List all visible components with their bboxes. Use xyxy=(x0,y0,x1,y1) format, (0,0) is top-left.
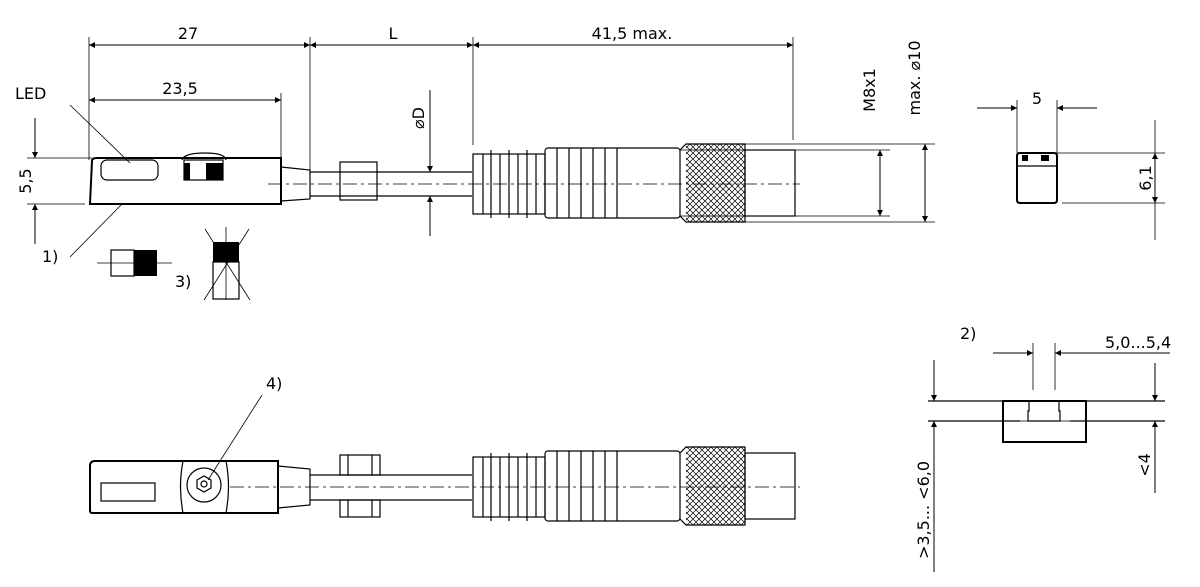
bottom-view: 4) xyxy=(89,374,800,526)
dim-23-5-label: 23,5 xyxy=(162,79,198,98)
note-1-label: 1) xyxy=(42,247,58,266)
sensor-body xyxy=(88,157,282,205)
note-2-label: 2) xyxy=(960,324,976,343)
dim-41-5-label: 41,5 max. xyxy=(592,24,673,43)
mounting-symbols: 3) xyxy=(97,227,251,301)
knurled-nut xyxy=(686,144,745,222)
dim-slot-height-label: <4 xyxy=(1135,453,1154,477)
slot-detail: 2) 5,0...5,4 >3,5... <6,0 <4 xyxy=(914,324,1171,572)
dim-max-diameter-label: max. ⌀10 xyxy=(905,40,924,115)
dim-6-1-label: 6,1 xyxy=(1136,165,1155,190)
dim-slot-depth-label: >3,5... <6,0 xyxy=(914,461,933,559)
sensor-body-bottom xyxy=(89,460,279,514)
led-window xyxy=(100,159,159,181)
dim-L-label: L xyxy=(389,24,398,43)
end-view: 5 6,1 xyxy=(977,89,1165,240)
dim-diameter-d-label: ⌀D xyxy=(409,107,428,129)
dim-5-5-label: 5,5 xyxy=(16,168,35,193)
note-4-label: 4) xyxy=(266,374,282,393)
dim-5-label: 5 xyxy=(1032,89,1042,108)
dim-slot-width-label: 5,0...5,4 xyxy=(1105,333,1171,352)
top-view: 27 L 41,5 max. 23,5 5,5 LED 1) ⌀D M8x1 m… xyxy=(15,24,935,301)
note-3-label: 3) xyxy=(175,272,191,291)
led-label: LED xyxy=(15,84,46,103)
dim-thread-label: M8x1 xyxy=(860,68,879,112)
dim-27-label: 27 xyxy=(178,24,198,43)
connector-top xyxy=(472,143,935,223)
